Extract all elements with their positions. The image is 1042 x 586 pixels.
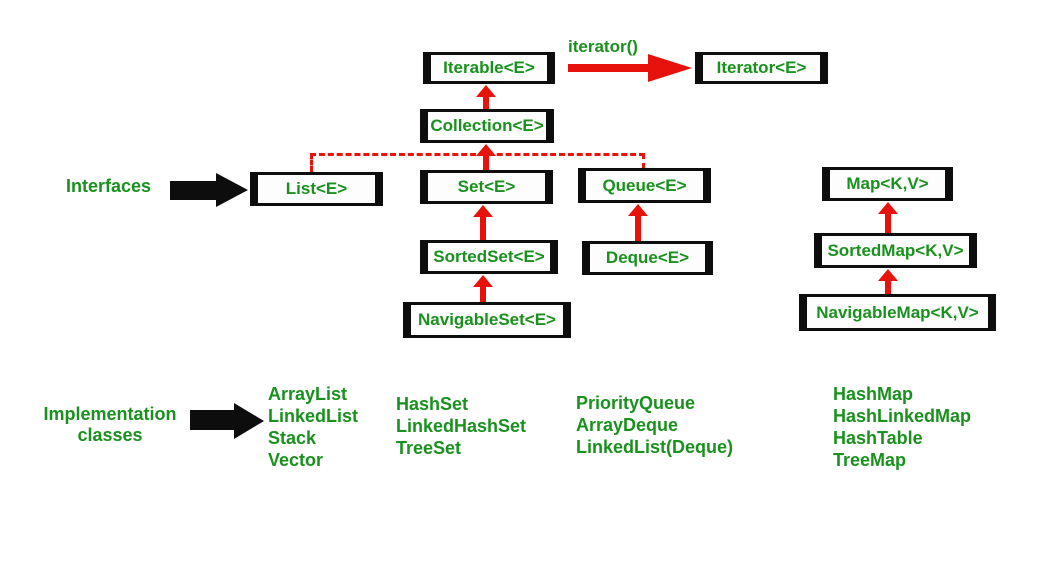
arrow-sortedset-to-set [473,205,493,240]
box-queue: Queue<E> [578,168,711,203]
dashed-connector-drop-list [310,153,313,172]
arrow-navigablemap-to-sortedmap [878,269,898,294]
impl-class-item: TreeSet [396,438,462,458]
implementation-classes-label-line2: classes [77,425,143,445]
implementation-classes-label-line1: Implementation [43,404,177,424]
arrow-collection-to-iterable [476,85,496,109]
impl-set-column: HashSet LinkedHashSet TreeSet [396,393,526,459]
impl-map-column: HashMap HashLinkedMap HashTable TreeMap [833,383,971,471]
box-list: List<E> [250,172,383,206]
box-navigable-set: NavigableSet<E> [403,302,571,338]
impl-class-item: ArrayDeque [576,415,679,435]
box-navigable-map: NavigableMap<K,V> [799,294,996,331]
box-set: Set<E> [420,170,553,204]
arrow-set-to-collection [476,144,496,170]
impl-class-item: Vector [268,450,324,470]
box-sorted-map: SortedMap<K,V> [814,233,977,268]
box-collection: Collection<E> [420,109,554,143]
box-iterable: Iterable<E> [423,52,555,84]
impl-class-item: HashLinkedMap [833,406,972,426]
interfaces-label: Interfaces [66,176,152,196]
impl-queue-column: PriorityQueue ArrayDeque LinkedList(Dequ… [576,392,733,458]
arrow-navigableset-to-sortedset [473,275,493,302]
box-sorted-set: SortedSet<E> [420,240,558,274]
impl-class-item: PriorityQueue [576,393,696,413]
box-map: Map<K,V> [822,167,953,201]
box-iterator: Iterator<E> [695,52,828,84]
dashed-connector-drop-queue [642,153,645,169]
iterator-method-label: iterator() [568,37,638,56]
impl-class-item: Stack [268,428,317,448]
impl-class-item: ArrayList [268,384,348,404]
impl-class-item: HashTable [833,428,923,448]
arrow-sortedmap-to-map [878,202,898,233]
box-deque: Deque<E> [582,241,713,275]
arrow-deque-to-queue [628,204,648,241]
impl-class-item: LinkedList(Deque) [576,437,734,457]
implementation-classes-label: Implementation classes [35,404,185,446]
impl-class-item: HashMap [833,384,914,404]
impl-class-item: LinkedList [268,406,359,426]
impl-class-item: TreeMap [833,450,907,470]
impl-list-column: ArrayList LinkedList Stack Vector [268,383,358,471]
impl-class-item: HashSet [396,394,469,414]
impl-class-item: LinkedHashSet [396,416,527,436]
